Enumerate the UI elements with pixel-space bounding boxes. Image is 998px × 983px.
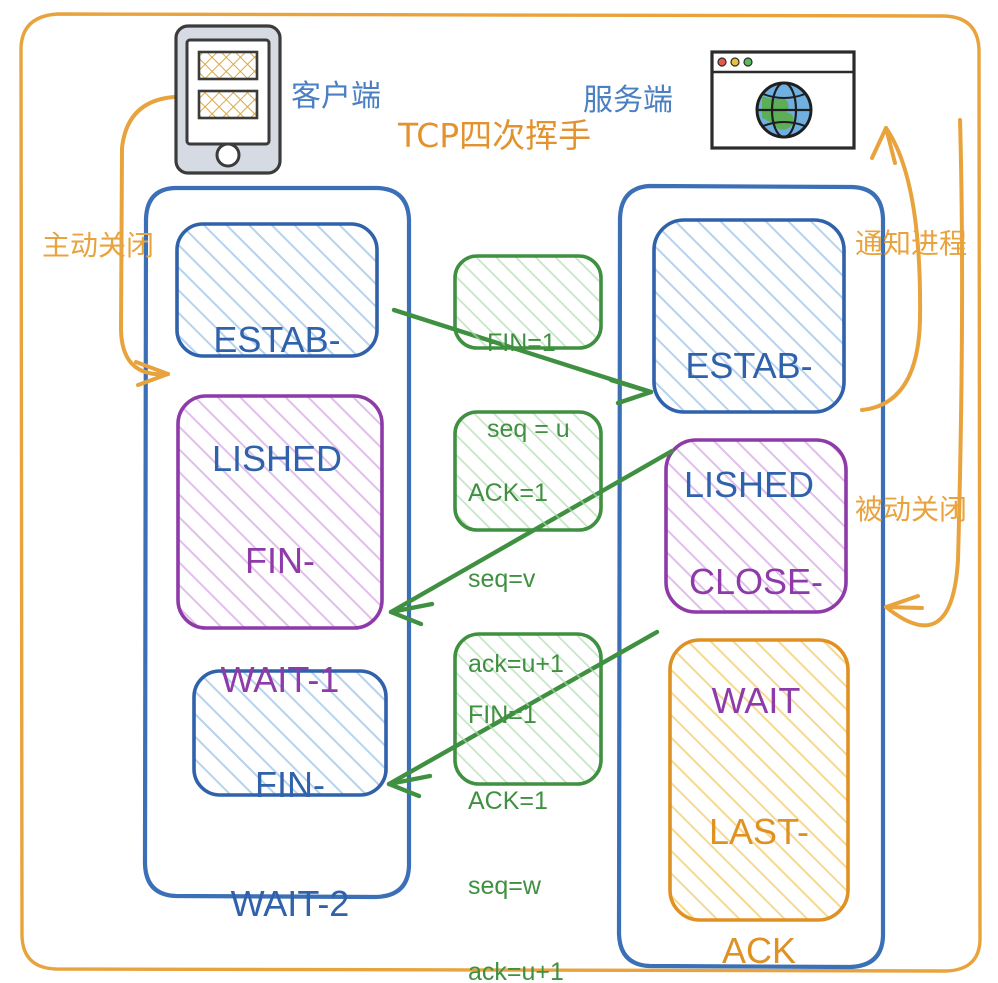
arrow-passive-close bbox=[884, 118, 965, 628]
state-box-client-established bbox=[175, 222, 379, 358]
client-label: 客户端 bbox=[291, 79, 381, 114]
state-box-server-close-wait bbox=[664, 438, 848, 614]
state-box-client-fin-wait-1 bbox=[176, 394, 384, 630]
state-line: LISHED bbox=[683, 463, 815, 505]
browser-globe-icon bbox=[710, 50, 856, 150]
state-label-server-last-ack: LAST- ACK bbox=[670, 733, 848, 983]
arrow-fin-client-to-server bbox=[391, 307, 654, 406]
state-label-client-fin-wait-2: FIN- WAIT-2 bbox=[194, 686, 386, 983]
annotation-notify-process: 通知进程 bbox=[855, 227, 968, 260]
state-line: CLOSE- bbox=[688, 561, 824, 603]
message-line: seq=v bbox=[468, 564, 536, 593]
message-line: ack=u+1 bbox=[468, 650, 564, 678]
state-box-client-fin-wait-2 bbox=[192, 669, 388, 797]
state-line: FIN- bbox=[245, 540, 315, 582]
page-title: TCP四次挥手 bbox=[398, 116, 592, 155]
state-line: WAIT bbox=[711, 679, 801, 721]
message-line: seq=w bbox=[468, 872, 541, 900]
outer-frame bbox=[19, 12, 982, 973]
state-line: FIN- bbox=[255, 764, 325, 806]
message-line: seq = u bbox=[487, 414, 570, 443]
arrow-notify-process bbox=[860, 126, 923, 412]
state-line: ACK bbox=[721, 929, 797, 971]
message-label-fin-1: FIN=1 seq = u bbox=[487, 272, 570, 500]
state-box-server-last-ack bbox=[668, 638, 850, 922]
smartphone-icon bbox=[174, 24, 282, 175]
state-label-client-established: ESTAB- LISHED bbox=[177, 241, 377, 558]
message-line: FIN=1 bbox=[468, 701, 537, 729]
state-box-server-established bbox=[652, 218, 846, 414]
state-label-server-close-wait: CLOSE- WAIT bbox=[666, 483, 846, 800]
state-line: WAIT-1 bbox=[220, 658, 340, 700]
message-line: ack=u+1 bbox=[468, 957, 564, 983]
message-box-ack-1 bbox=[453, 410, 603, 532]
state-line: LISHED bbox=[211, 437, 343, 479]
server-label: 服务端 bbox=[583, 83, 673, 118]
message-label-ack-1: ACK=1 seq=v ack=u+1 bbox=[468, 422, 564, 736]
annotation-passive-close: 被动关闭 bbox=[855, 493, 968, 526]
message-label-fin-ack: FIN=1 ACK=1 seq=w ack=u+1 bbox=[468, 644, 564, 983]
message-line: ACK=1 bbox=[468, 786, 548, 815]
message-box-fin-1 bbox=[453, 254, 603, 350]
arrow-active-close bbox=[118, 94, 195, 387]
state-line: WAIT-2 bbox=[230, 882, 350, 924]
state-line: ESTAB- bbox=[213, 319, 341, 361]
state-label-server-established: ESTAB- LISHED bbox=[654, 267, 844, 584]
state-line: ESTAB- bbox=[685, 345, 813, 387]
state-line: LAST- bbox=[708, 811, 810, 853]
message-line: FIN=1 bbox=[487, 329, 556, 357]
state-label-client-fin-wait-1: FIN- WAIT-1 bbox=[178, 462, 382, 779]
message-line: ACK=1 bbox=[468, 479, 548, 507]
annotation-active-close: 主动关闭 bbox=[42, 229, 155, 262]
message-box-fin-ack bbox=[453, 632, 603, 786]
